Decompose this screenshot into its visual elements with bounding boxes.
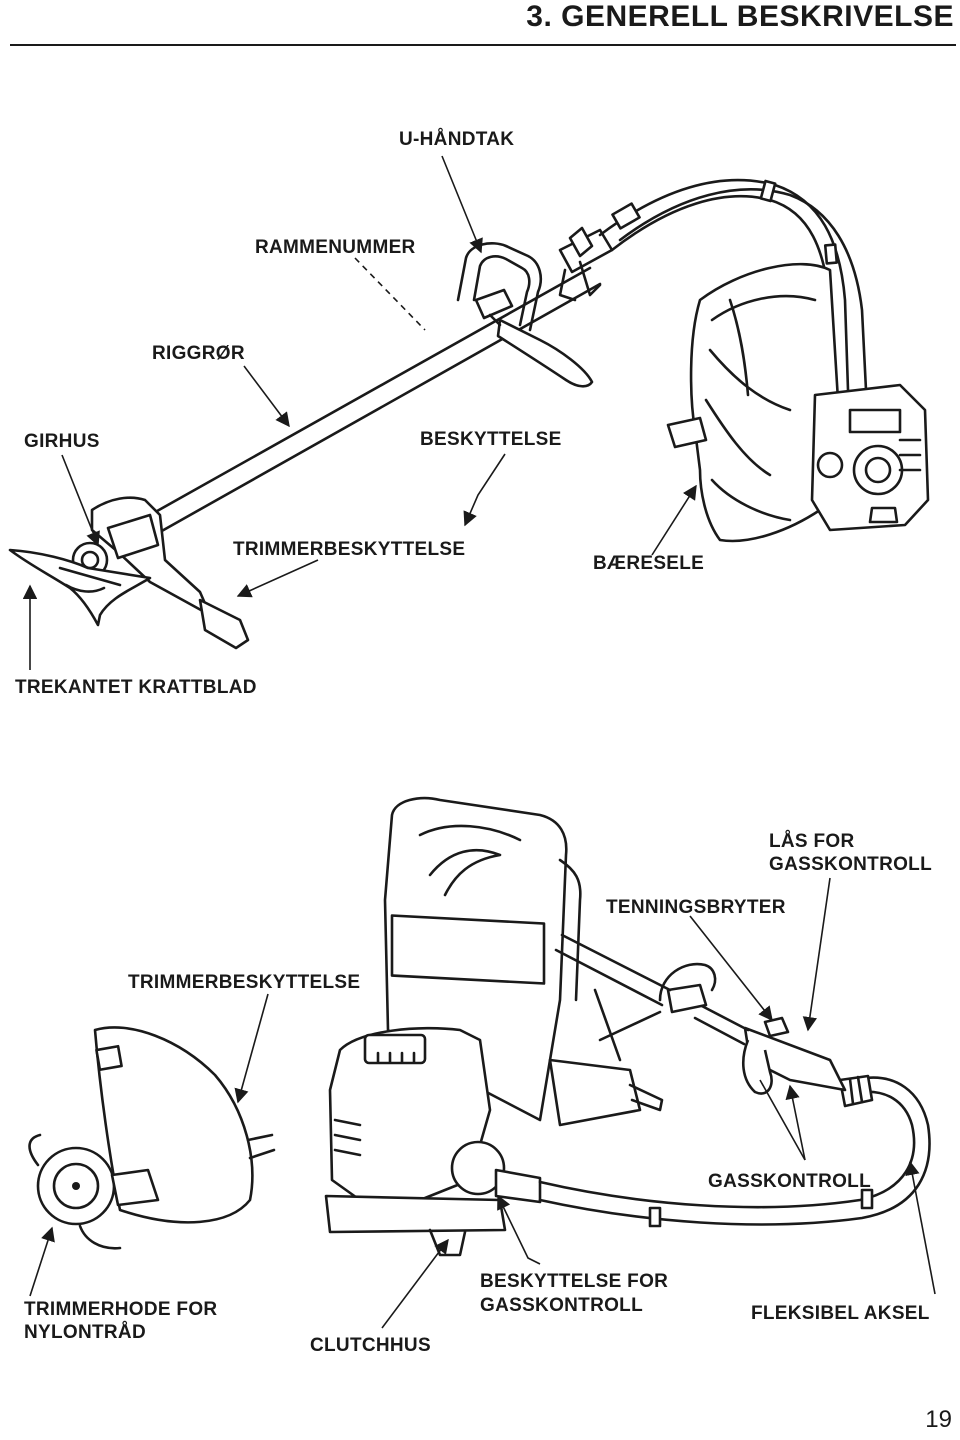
label-frame-number: RAMMENUMMER (255, 237, 416, 258)
backpack-unit-illustration (28, 796, 931, 1257)
label-throttle-lock-line2: GASSKONTROLL (769, 854, 932, 875)
brushcutter-illustration (8, 178, 930, 650)
title-divider (10, 44, 956, 46)
label-u-handle: U-HÅNDTAK (399, 129, 515, 150)
label-trimmer-guard-top: TRIMMERBESKYTTELSE (233, 539, 466, 560)
label-throttle-guard-line1: BESKYTTELSE FOR (480, 1271, 669, 1292)
label-gear-case: GIRHUS (24, 431, 100, 452)
label-nylon-head-line2: NYLONTRÅD (24, 1322, 146, 1343)
label-flex-shaft: FLEKSIBEL AKSEL (751, 1303, 930, 1324)
label-throttle-lock-line1: LÅS FOR (769, 831, 855, 852)
label-throttle-guard-line2: GASSKONTROLL (480, 1295, 643, 1316)
label-guard: BESKYTTELSE (420, 429, 562, 450)
label-clutch-case: CLUTCHHUS (310, 1335, 431, 1356)
label-harness: BÆRESELE (593, 553, 705, 574)
label-blade: TREKANTET KRATTBLAD (15, 677, 257, 698)
label-ignition-switch: TENNINGSBRYTER (606, 897, 786, 918)
page-number: 19 (925, 1406, 952, 1433)
label-throttle: GASSKONTROLL (708, 1171, 871, 1192)
label-shaft: RIGGRØR (152, 343, 245, 364)
label-trimmer-guard-bottom: TRIMMERBESKYTTELSE (128, 972, 361, 993)
page-title: 3. GENERELL BESKRIVELSE (526, 0, 954, 33)
label-nylon-head-line1: TRIMMERHODE FOR (24, 1299, 218, 1320)
